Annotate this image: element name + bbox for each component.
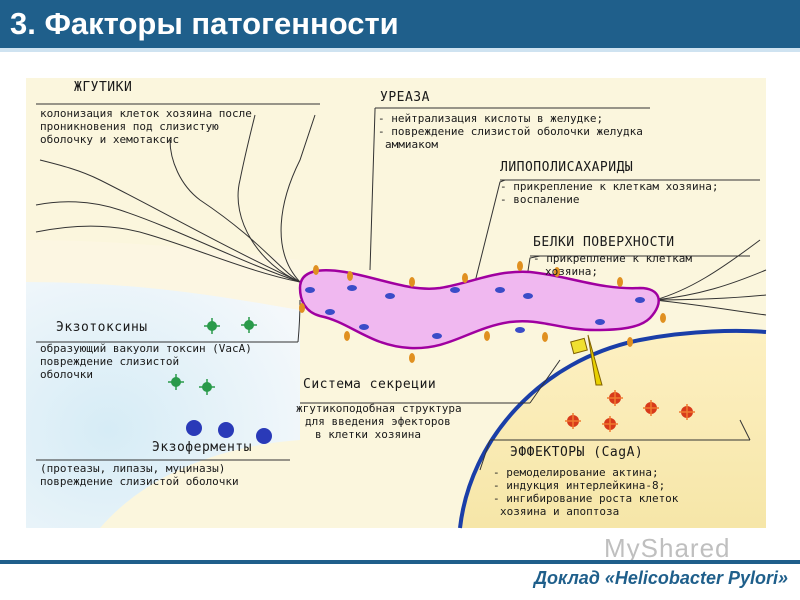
- exotoxins-title: Экзотоксины: [56, 320, 148, 335]
- secretion-line-3: в клетки хозяина: [315, 428, 421, 441]
- lps-line-2: - воспаление: [500, 193, 579, 206]
- exotoxins-line-3: оболочки: [40, 368, 93, 381]
- urease-line-3: аммиаком: [385, 138, 438, 151]
- secretion-line-2: для введения эфекторов: [305, 415, 451, 428]
- lps-line-1: - прикрепление к клеткам хозяина;: [500, 180, 719, 193]
- surface-proteins-line-1: - прикрепление к клеткам: [533, 252, 692, 265]
- surface-proteins-line-2: хозяина;: [545, 265, 598, 278]
- exoenzymes-line-1: (протеазы, липазы, муциназы): [40, 462, 225, 475]
- effectors-line-1: - ремоделирование актина;: [493, 466, 659, 479]
- flagella-line-1: колонизация клеток хозяина после: [40, 107, 252, 120]
- urease-line-1: - нейтрализация кислоты в желудке;: [378, 112, 603, 125]
- surface-proteins-title: БЕЛКИ ПОВЕРХНОСТИ: [533, 235, 675, 250]
- effectors-title: ЭФФЕКТОРЫ (CagA): [510, 445, 643, 460]
- footer-caption: Доклад «Helicobacter Pylori»: [534, 568, 788, 589]
- effectors-line-3: - ингибирование роста клеток: [493, 492, 678, 505]
- secretion-line-1: жгутикоподобная структура: [296, 402, 462, 415]
- secretion-title: Система секреции: [303, 377, 436, 392]
- footer-divider: [0, 560, 800, 564]
- effectors-line-4: хозяина и апоптоза: [500, 505, 619, 518]
- flagella-title: ЖГУТИКИ: [74, 80, 132, 95]
- exoenzymes-title: Экзоферменты: [152, 440, 252, 455]
- urease-line-2: - повреждение слизистой оболочки желудка: [378, 125, 643, 138]
- effectors-line-2: - индукция интерлейкина-8;: [493, 479, 665, 492]
- exoenzymes-line-2: повреждение слизистой оболочки: [40, 475, 239, 488]
- flagella-line-3: оболочку и хемотаксис: [40, 133, 179, 146]
- urease-title: УРЕАЗА: [380, 90, 430, 105]
- flagella-line-2: проникновения под слизистую: [40, 120, 219, 133]
- exotoxins-line-2: повреждение слизистой: [40, 355, 179, 368]
- lps-title: ЛИПОПОЛИСАХАРИДЫ: [500, 160, 633, 175]
- exotoxins-line-1: образующий вакуоли токсин (VacA): [40, 342, 252, 355]
